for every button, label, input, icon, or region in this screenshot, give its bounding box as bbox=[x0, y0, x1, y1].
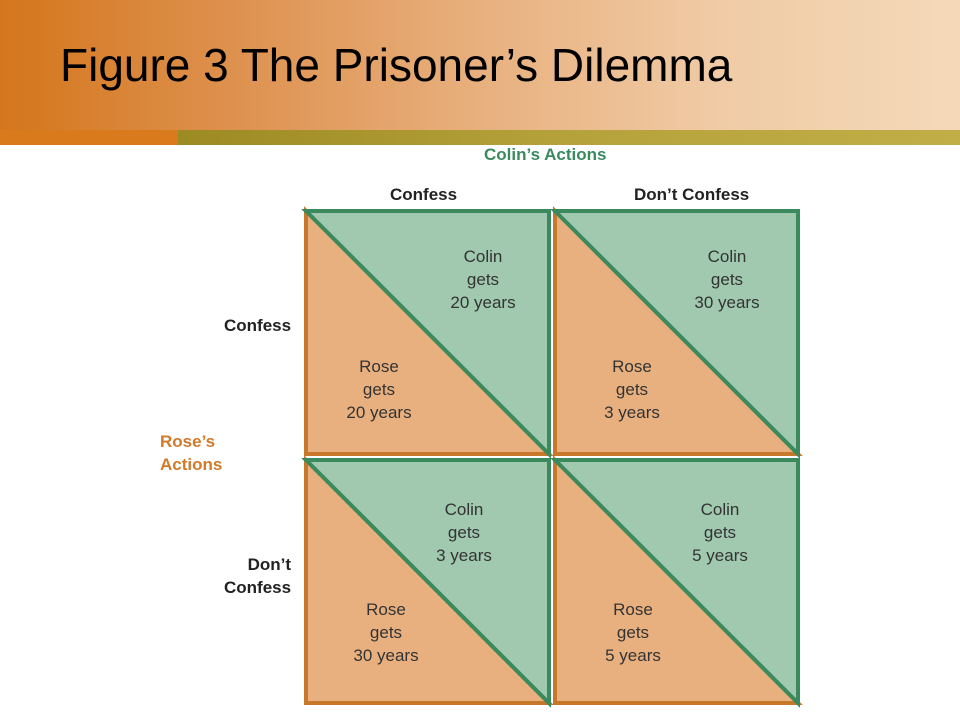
payoff-line: Colin bbox=[707, 247, 747, 266]
payoff-line: gets bbox=[616, 623, 650, 642]
colin-payoff-triangle bbox=[550, 458, 800, 708]
payoff-line: Rose bbox=[359, 357, 399, 376]
colin-payoff-triangle bbox=[301, 458, 551, 708]
payoff-cell-dontconfess-confess bbox=[301, 455, 554, 708]
payoff-line: 3 years bbox=[436, 546, 492, 565]
payoff-line: gets bbox=[369, 623, 403, 642]
header-band bbox=[0, 0, 960, 130]
row-header-line: Confess bbox=[224, 316, 292, 335]
payoff-line: 3 years bbox=[604, 403, 660, 422]
rose-payoff-text: Rose gets 20 years bbox=[324, 355, 434, 424]
payoff-line: Colin bbox=[463, 247, 503, 266]
colin-payoff-text: Colin gets 30 years bbox=[672, 245, 782, 314]
payoff-cell-dontconfess-dontconfess bbox=[550, 455, 803, 708]
payoff-line: Rose bbox=[366, 600, 406, 619]
row-header-line: Don’t bbox=[247, 555, 292, 574]
payoff-line: 5 years bbox=[605, 646, 661, 665]
colin-payoff-triangle bbox=[550, 209, 800, 459]
row-header-line: Confess bbox=[224, 578, 292, 597]
payoff-line: 20 years bbox=[450, 293, 516, 312]
column-header-confess: Confess bbox=[390, 185, 458, 204]
rose-payoff-text: Rose gets 30 years bbox=[331, 598, 441, 667]
payoff-line: gets bbox=[466, 270, 500, 289]
payoff-line: Colin bbox=[444, 500, 484, 519]
rose-payoff-text: Rose gets 5 years bbox=[578, 598, 688, 667]
payoff-line: Colin bbox=[700, 500, 740, 519]
colin-payoff-text: Colin gets 20 years bbox=[428, 245, 538, 314]
payoff-line: 30 years bbox=[353, 646, 419, 665]
slide-title: Figure 3 The Prisoner’s Dilemma bbox=[60, 39, 733, 91]
row-player-title: Rose’s Actions bbox=[160, 430, 222, 476]
payoff-cell-confess-dontconfess bbox=[550, 206, 803, 459]
rose-payoff-text: Rose gets 3 years bbox=[577, 355, 687, 424]
payoff-line: 5 years bbox=[692, 546, 748, 565]
header-accent-bar bbox=[178, 130, 960, 145]
row-header-dont-confess: Don’t Confess bbox=[224, 553, 291, 599]
row-header-confess: Confess bbox=[224, 314, 291, 337]
payoff-line: gets bbox=[615, 380, 649, 399]
row-player-title-line: Rose’s bbox=[160, 432, 216, 451]
payoff-line: 30 years bbox=[694, 293, 760, 312]
row-player-title-line: Actions bbox=[160, 455, 223, 474]
column-header-dont-confess: Don’t Confess bbox=[634, 185, 750, 204]
payoff-line: gets bbox=[447, 523, 481, 542]
column-player-title: Colin’s Actions bbox=[484, 145, 607, 164]
payoff-line: Rose bbox=[613, 600, 653, 619]
colin-payoff-text: Colin gets 3 years bbox=[409, 498, 519, 567]
payoff-line: Rose bbox=[612, 357, 652, 376]
payoff-line: 20 years bbox=[346, 403, 412, 422]
payoff-line: gets bbox=[710, 270, 744, 289]
header-left-strip bbox=[0, 130, 178, 145]
colin-payoff-triangle bbox=[301, 209, 551, 459]
payoff-line: gets bbox=[362, 380, 396, 399]
payoff-line: gets bbox=[703, 523, 737, 542]
payoff-cell-confess-confess bbox=[301, 206, 554, 459]
colin-payoff-text: Colin gets 5 years bbox=[665, 498, 775, 567]
